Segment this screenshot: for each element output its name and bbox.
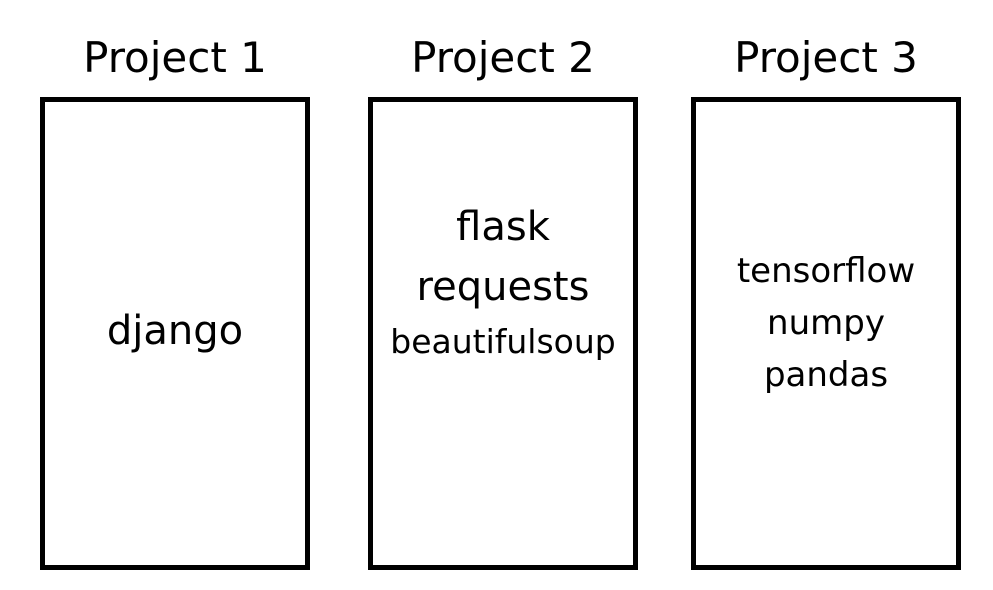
project-2-box: flask requests beautifulsoup (368, 97, 638, 570)
project-3-box: tensorflow numpy pandas (691, 97, 961, 570)
project-1-box: django (40, 97, 310, 570)
project-1-title: Project 1 (83, 33, 267, 82)
project-2-title: Project 2 (411, 33, 595, 82)
package-beautifulsoup: beautifulsoup (390, 322, 616, 361)
package-flask: flask (456, 204, 550, 250)
project-3-title: Project 3 (734, 33, 918, 82)
package-pandas: pandas (763, 355, 889, 395)
package-numpy: numpy (767, 303, 885, 343)
package-requests: requests (416, 264, 590, 310)
package-tensorflow: tensorflow (736, 251, 916, 291)
package-django: django (106, 308, 244, 354)
